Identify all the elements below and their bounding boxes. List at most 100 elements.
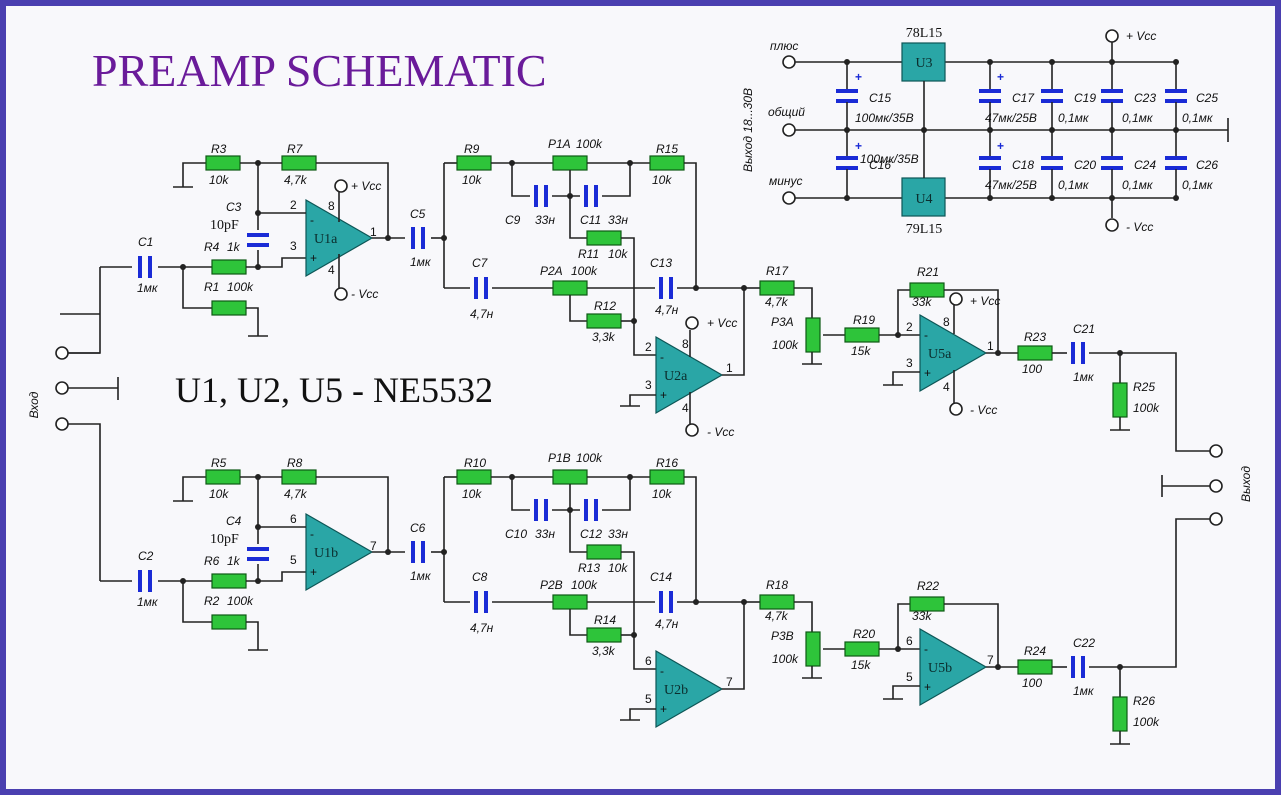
res-value: 1k	[227, 554, 241, 568]
plus-sign: +	[660, 388, 667, 402]
cap-value: 33н	[535, 213, 555, 227]
pin-number: 5	[906, 670, 913, 684]
potentiometer	[552, 469, 588, 485]
junction-dot	[255, 160, 261, 166]
pin-number: 7	[370, 539, 377, 553]
polarity-plus: +	[855, 139, 862, 153]
psu-vcc-neg-terminal	[1105, 218, 1119, 232]
cap-name: C24	[1134, 158, 1156, 172]
cap-name: C22	[1073, 636, 1095, 650]
plus-sign: +	[924, 680, 931, 694]
junction-dot	[987, 195, 993, 201]
potentiometer	[552, 280, 588, 296]
junction-dot	[567, 507, 573, 513]
res-name: R3	[211, 142, 227, 156]
psu-terminal-plus	[782, 55, 796, 69]
res-value: 10k	[608, 247, 628, 261]
cap-value: 100мк/35В	[860, 152, 919, 166]
plus-sign: +	[310, 251, 317, 265]
junction-dot	[385, 549, 391, 555]
pin-number: 8	[943, 315, 950, 329]
polarity-plus: +	[997, 139, 1004, 153]
input-terminal-left	[55, 346, 69, 360]
potentiometer	[552, 155, 588, 171]
cap-name: C25	[1196, 91, 1218, 105]
regulator-u3	[901, 42, 946, 82]
junction-dot	[844, 195, 850, 201]
opamp-symbol	[305, 512, 374, 592]
cap-value: 1мк	[410, 569, 432, 583]
cap-value: 1мк	[410, 255, 432, 269]
junction-dot	[1049, 195, 1055, 201]
wire	[794, 287, 813, 318]
cap-name: C16	[869, 158, 891, 172]
input-terminal-ground	[55, 381, 69, 395]
cap-name: C20	[1074, 158, 1096, 172]
res-value: 33k	[912, 609, 932, 623]
resistor	[1017, 345, 1053, 361]
supply-label: + Vcc	[970, 294, 1000, 308]
resistor	[211, 614, 247, 630]
cap-name: C23	[1134, 91, 1156, 105]
res-value: 100	[1022, 362, 1042, 376]
regulator-part: 79L15	[906, 222, 943, 237]
cap-value: 0,1мк	[1182, 111, 1214, 125]
cap-value: 0,1мк	[1182, 178, 1214, 192]
opamp-symbol	[919, 627, 988, 707]
cap-value: 4,7н	[470, 621, 494, 635]
psu-vcc-label: + Vcc	[1126, 29, 1156, 43]
supply-terminal	[685, 316, 699, 330]
res-value: 10k	[462, 173, 482, 187]
minus-sign: -	[924, 642, 928, 656]
potentiometer	[805, 317, 821, 353]
resistor	[1017, 659, 1053, 675]
opamp-label: U2a	[664, 369, 688, 384]
resistor	[1112, 696, 1128, 732]
junction-dot	[844, 127, 850, 133]
cap-name: C6	[410, 521, 426, 535]
res-name: R25	[1133, 380, 1155, 394]
wire	[1120, 352, 1210, 452]
resistor	[759, 594, 795, 610]
junction-dot	[1173, 127, 1179, 133]
wire	[722, 602, 745, 690]
wire	[569, 170, 587, 239]
res-name: R1	[204, 280, 219, 294]
junction-dot	[631, 318, 637, 324]
wire	[182, 476, 206, 501]
cap-value: 10pF	[210, 532, 239, 547]
resistor	[281, 469, 317, 485]
res-value: 4,7k	[284, 173, 308, 187]
cap-value: 0,1мк	[1058, 178, 1090, 192]
minus-sign: -	[310, 213, 314, 227]
supply-terminal	[949, 292, 963, 306]
opamp-symbol	[655, 335, 724, 415]
psu-terminal-label: плюс	[770, 39, 798, 53]
cap-name: C2	[138, 549, 154, 563]
pot-name: P2A	[540, 264, 563, 278]
supply-terminal	[334, 287, 348, 301]
resistor	[211, 573, 247, 589]
pot-name: P2B	[540, 578, 563, 592]
cap-name: C12	[580, 527, 602, 541]
pin-number: 4	[682, 401, 689, 415]
resistor	[456, 155, 492, 171]
wire	[944, 289, 999, 353]
res-name: R22	[917, 579, 939, 593]
wire	[722, 288, 745, 376]
res-value: 10k	[652, 173, 672, 187]
pot-value: 100k	[571, 264, 598, 278]
resistor	[205, 469, 241, 485]
res-name: R4	[204, 240, 220, 254]
cap-name: C1	[138, 235, 153, 249]
pot-name: P3B	[771, 629, 794, 643]
res-value: 1k	[227, 240, 241, 254]
junction-dot	[1109, 127, 1115, 133]
resistor	[586, 544, 622, 560]
wire	[897, 603, 910, 649]
psu-terminal-label: общий	[768, 105, 805, 119]
res-name: R16	[656, 456, 678, 470]
regulator-part: 78L15	[906, 26, 943, 41]
res-value: 33k	[912, 295, 932, 309]
